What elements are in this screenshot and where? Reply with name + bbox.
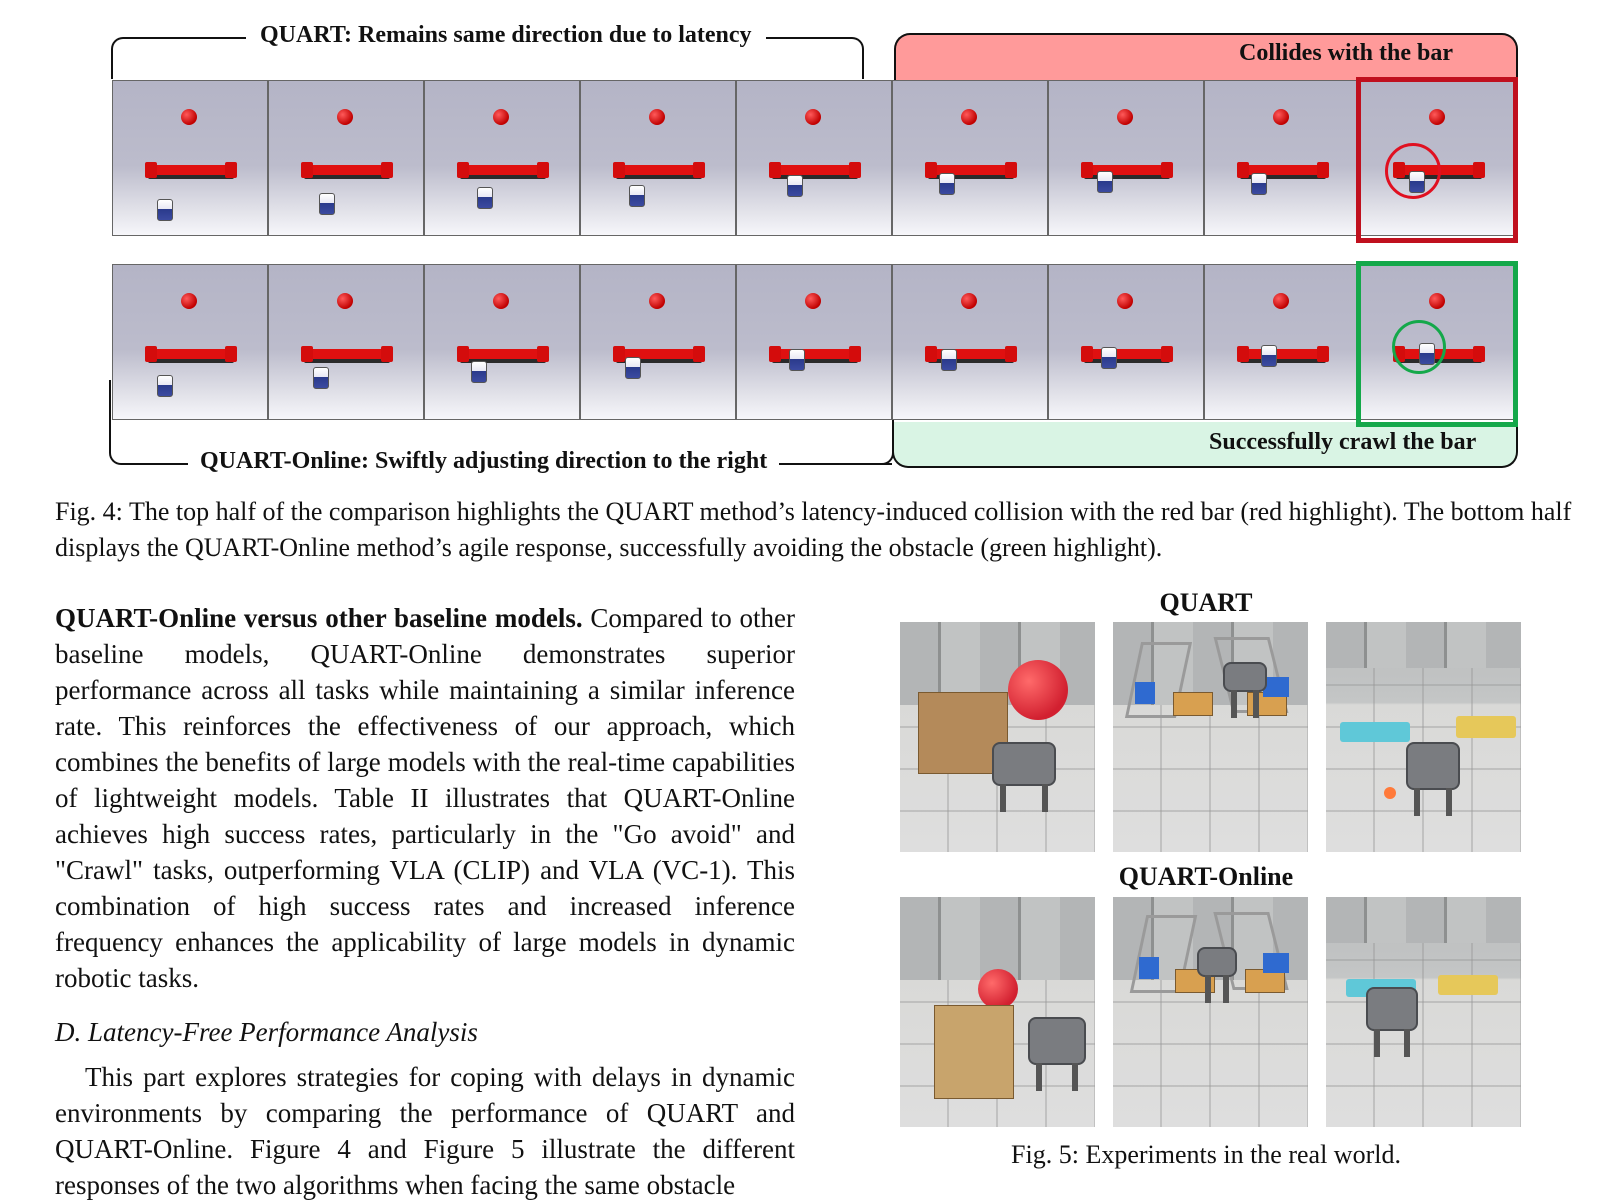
red-bar-obstacle	[925, 162, 1017, 178]
paragraph-latency: This part explores strategies for coping…	[55, 1062, 795, 1200]
figure-5-quart-online-label: QUART-Online	[1118, 862, 1294, 891]
robot	[629, 185, 645, 207]
quart-online-frame	[892, 264, 1048, 420]
quart-online-frame	[1204, 264, 1360, 420]
robot	[313, 367, 329, 389]
red-bar-obstacle	[457, 346, 549, 362]
red-bar-obstacle	[613, 346, 705, 362]
quart-frame	[424, 80, 580, 236]
top-frame-row	[112, 80, 1516, 236]
success-circle	[1392, 320, 1446, 374]
target-ball	[1117, 109, 1133, 125]
collision-circle	[1385, 143, 1441, 199]
quart-online-frame	[424, 264, 580, 420]
robot	[1097, 171, 1113, 193]
robot	[319, 193, 335, 215]
photo-quart-box	[900, 622, 1095, 852]
red-bar-obstacle	[301, 162, 393, 178]
red-bar-obstacle	[457, 162, 549, 178]
target-ball	[181, 293, 197, 309]
robot	[789, 349, 805, 371]
quart-frame	[112, 80, 268, 236]
target-ball	[961, 293, 977, 309]
target-ball	[337, 109, 353, 125]
target-ball	[805, 293, 821, 309]
robot	[941, 349, 957, 371]
bottom-highlight-banner	[892, 422, 1518, 468]
target-ball	[493, 293, 509, 309]
quart-online-frame	[1048, 264, 1204, 420]
red-bar-obstacle	[145, 346, 237, 362]
target-ball	[1273, 293, 1289, 309]
target-ball	[805, 109, 821, 125]
figure-5-quart-label: QUART	[1159, 588, 1253, 617]
red-bar-obstacle	[769, 346, 861, 362]
robot	[1261, 345, 1277, 367]
target-ball	[649, 293, 665, 309]
robot	[787, 175, 803, 197]
robot	[157, 199, 173, 221]
body-text-column: QUART-Online versus other baseline model…	[55, 600, 795, 1203]
target-ball	[1117, 293, 1133, 309]
photo-quart-gates	[1113, 622, 1308, 852]
quart-frame	[892, 80, 1048, 236]
robot	[471, 361, 487, 383]
figure-5-caption: Fig. 5: Experiments in the real world.	[1011, 1140, 1401, 1169]
top-highlight-label: Collides with the bar	[1239, 40, 1454, 66]
quart-frame	[580, 80, 736, 236]
red-bar-obstacle	[145, 162, 237, 178]
quart-frame	[736, 80, 892, 236]
target-ball	[1429, 293, 1445, 309]
target-ball	[649, 109, 665, 125]
target-ball	[493, 109, 509, 125]
top-row-label: QUART: Remains same direction due to lat…	[246, 22, 766, 49]
red-bar-obstacle	[1081, 346, 1173, 362]
quart-frame	[268, 80, 424, 236]
target-ball	[1273, 109, 1289, 125]
robot	[625, 357, 641, 379]
red-bar-obstacle	[1081, 162, 1173, 178]
target-ball	[961, 109, 977, 125]
quart-frame	[1204, 80, 1360, 236]
photo-online-gates	[1113, 897, 1308, 1127]
red-bar-obstacle	[1237, 162, 1329, 178]
red-bar-obstacle	[301, 346, 393, 362]
red-bar-obstacle	[769, 162, 861, 178]
red-bar-obstacle	[925, 346, 1017, 362]
robot	[1101, 347, 1117, 369]
target-ball	[181, 109, 197, 125]
red-bar-obstacle	[613, 162, 705, 178]
quart-online-frame	[580, 264, 736, 420]
bottom-row-label: QUART-Online: Swiftly adjusting directio…	[188, 448, 780, 475]
success-highlight-box	[1356, 261, 1518, 427]
figure-4: QUART: Remains same direction due to lat…	[0, 0, 1621, 500]
paragraph-run-in-heading: QUART-Online versus other baseline model…	[55, 603, 583, 633]
photo-online-box	[900, 897, 1095, 1127]
collision-highlight-box	[1356, 77, 1518, 243]
red-bar-obstacle	[1237, 346, 1329, 362]
section-heading: D. Latency-Free Performance Analysis	[55, 1017, 478, 1047]
photo-quart-pads	[1326, 622, 1521, 852]
quart-online-frame	[112, 264, 268, 420]
top-highlight-banner	[894, 33, 1518, 80]
target-ball	[337, 293, 353, 309]
robot	[1251, 173, 1267, 195]
quart-online-frame	[736, 264, 892, 420]
paragraph-baselines-text: Compared to other baseline models, QUART…	[55, 603, 796, 993]
target-ball	[1429, 109, 1445, 125]
bottom-highlight-label: Successfully crawl the bar	[1209, 429, 1477, 455]
robot	[939, 173, 955, 195]
figure-4-caption: Fig. 4: The top half of the comparison h…	[55, 497, 1572, 562]
robot	[477, 187, 493, 209]
paragraph-baselines: QUART-Online versus other baseline model…	[55, 600, 795, 996]
quart-frame	[1048, 80, 1204, 236]
quart-online-frame	[268, 264, 424, 420]
robot	[157, 375, 173, 397]
photo-online-pads	[1326, 897, 1521, 1127]
